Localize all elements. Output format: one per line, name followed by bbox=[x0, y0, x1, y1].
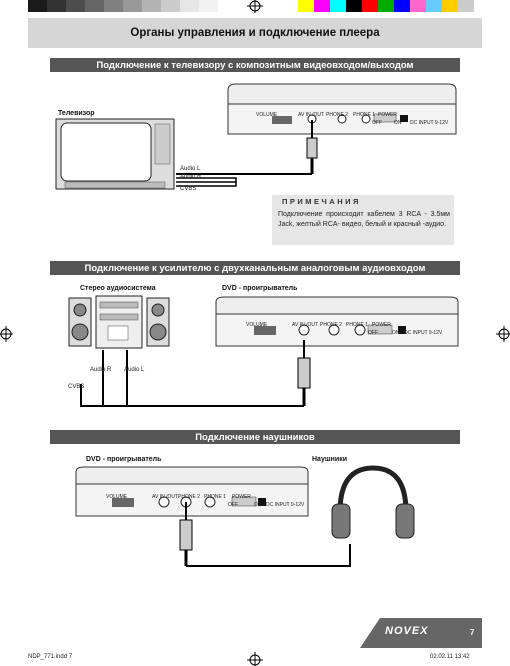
volume-label: VOLUME bbox=[256, 112, 278, 118]
tv-cable-label-cvbs: CVBS bbox=[180, 186, 197, 192]
dvd-player-bottom bbox=[75, 466, 309, 517]
off-label: OFF bbox=[372, 120, 382, 126]
color-swatch bbox=[362, 0, 378, 12]
dvd-label-headphones: DVD - проигрыватель bbox=[86, 456, 162, 463]
section-header-tv: Подключение к телевизору с композитным в… bbox=[50, 58, 460, 72]
amp-cable-label-audio-r: Audio R bbox=[90, 367, 112, 373]
color-swatch bbox=[474, 0, 490, 12]
power-label-2: POWER bbox=[372, 322, 391, 328]
on-label: ON bbox=[394, 120, 402, 126]
color-swatch bbox=[104, 0, 123, 12]
registration-mark-right bbox=[496, 326, 510, 342]
color-swatch bbox=[142, 0, 161, 12]
color-swatch bbox=[330, 0, 346, 12]
power-label: POWER bbox=[378, 112, 397, 118]
color-swatch bbox=[458, 0, 474, 12]
av-in-out-label: AV IN /OUT bbox=[298, 112, 325, 118]
on-label-3: ON bbox=[254, 502, 262, 508]
color-swatch bbox=[123, 0, 142, 12]
brand-logo: NOVEX bbox=[385, 625, 429, 637]
color-swatch bbox=[161, 0, 180, 12]
phone1-label-3: PHONE 1 bbox=[204, 494, 226, 500]
av-in-out-label-2: AV IN /OUT bbox=[292, 322, 319, 328]
phone1-label: PHONE 1 bbox=[353, 112, 375, 118]
page-number: 7 bbox=[470, 628, 475, 637]
footer-timestamp: 02.02.11 13:42 bbox=[430, 654, 470, 660]
tv-cable-label-audio-r: Audio R bbox=[180, 174, 202, 180]
phone2-label-2: PHONE 2 bbox=[320, 322, 342, 328]
note-heading: ПРИМЕЧАНИЯ bbox=[282, 197, 361, 206]
tv-cable-diagram bbox=[176, 120, 318, 187]
volume-label-3: VOLUME bbox=[106, 494, 128, 500]
color-swatch bbox=[47, 0, 66, 12]
phone2-label-3: PHONE 2 bbox=[178, 494, 200, 500]
color-swatch bbox=[426, 0, 442, 12]
stereo-system-label: Стерео аудиосистема bbox=[80, 285, 156, 292]
color-swatch bbox=[378, 0, 394, 12]
dvd-label-amp: DVD - проигрыватель bbox=[222, 285, 298, 292]
color-swatch bbox=[410, 0, 426, 12]
color-swatch bbox=[394, 0, 410, 12]
color-swatch bbox=[199, 0, 218, 12]
dc-input-label-2: DC INPUT 9-12V bbox=[404, 330, 443, 336]
section-header-headphones: Подключение наушников bbox=[50, 430, 460, 444]
color-swatch bbox=[180, 0, 199, 12]
color-swatch bbox=[346, 0, 362, 12]
tv-illustration bbox=[55, 118, 175, 190]
color-calibration-strip-right bbox=[298, 0, 490, 12]
note-box bbox=[272, 195, 454, 245]
volume-label-2: VOLUME bbox=[246, 322, 268, 328]
on-label-2: ON bbox=[392, 330, 400, 336]
amp-cable-label-cvbs: CVBS bbox=[68, 384, 85, 390]
registration-mark-top bbox=[247, 0, 263, 13]
phone1-label-2: PHONE 1 bbox=[346, 322, 368, 328]
off-label-3: OFF bbox=[228, 502, 238, 508]
page-title: Органы управления и подключение плеера bbox=[130, 27, 380, 39]
tv-label: Телевизор bbox=[58, 110, 95, 117]
tv-cable-label-audio-l: Audio L bbox=[180, 166, 201, 172]
amp-cable-label-audio-l: Audio L bbox=[124, 367, 145, 373]
headphones-illustration bbox=[331, 465, 415, 539]
color-swatch bbox=[298, 0, 314, 12]
color-swatch bbox=[314, 0, 330, 12]
footer-band bbox=[360, 618, 482, 648]
phone2-label: PHONE 2 bbox=[326, 112, 348, 118]
dc-input-label-3: DC INPUT 9-12V bbox=[266, 502, 305, 508]
av-in-out-label-3: AV IN /OUT bbox=[152, 494, 179, 500]
color-swatch bbox=[85, 0, 104, 12]
stereo-system-illustration bbox=[68, 295, 170, 349]
section-header-amp: Подключение к усилителю с двухканальным … bbox=[50, 261, 460, 275]
amp-cable-diagram bbox=[80, 340, 311, 407]
off-label-2: OFF bbox=[368, 330, 378, 336]
dc-input-label: DC INPUT 9-12V bbox=[410, 120, 449, 126]
color-swatch bbox=[442, 0, 458, 12]
headphones-cable-diagram bbox=[179, 502, 351, 567]
registration-mark-left bbox=[0, 326, 13, 342]
dvd-player-top bbox=[227, 83, 457, 135]
color-calibration-strip-left bbox=[28, 0, 218, 12]
registration-mark-bottom bbox=[247, 652, 263, 666]
page-title-bar: Органы управления и подключение плеера bbox=[28, 18, 482, 48]
footer-file-name: NDP_771.indd 7 bbox=[28, 654, 73, 660]
color-swatch bbox=[28, 0, 47, 12]
note-text: Подключение происходит кабелем 3 RCA - 3… bbox=[278, 211, 450, 228]
color-swatch bbox=[66, 0, 85, 12]
power-label-3: POWER bbox=[232, 494, 251, 500]
headphones-label: Наушники bbox=[312, 456, 348, 463]
dvd-player-middle bbox=[215, 296, 459, 347]
